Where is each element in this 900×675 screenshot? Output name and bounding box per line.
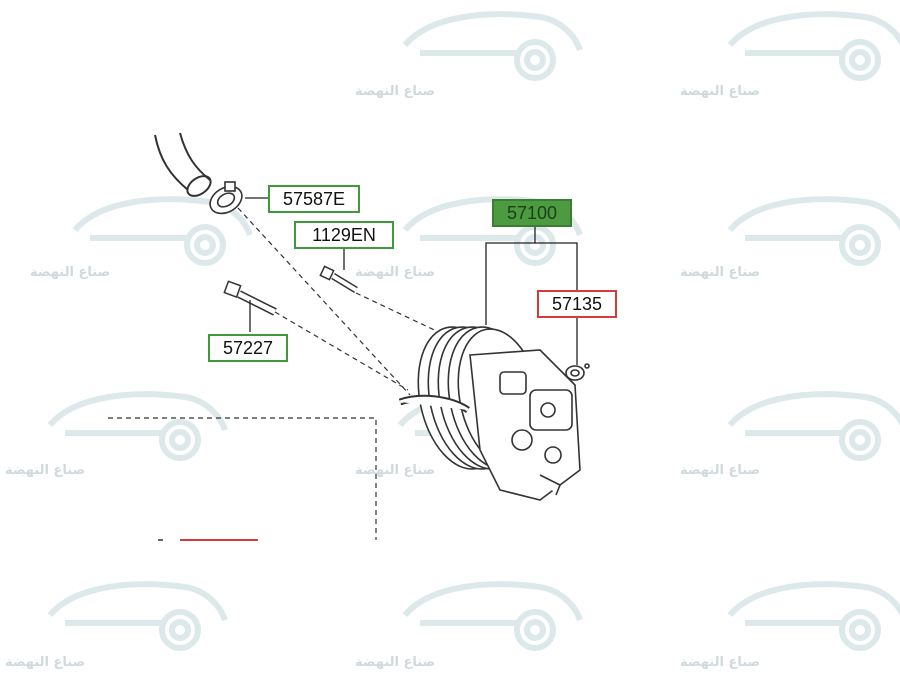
part-label-57100[interactable]: 57100 [492, 199, 572, 227]
part-label-1129en[interactable]: 1129EN [294, 221, 394, 249]
hose-clamp [209, 181, 243, 215]
callout-lines [245, 197, 578, 365]
watermark-text: صناع النهضة [355, 265, 436, 280]
leader-lines [108, 207, 446, 540]
watermark-text: صناع النهضة [680, 84, 761, 99]
watermark-text: صناع النهضة [355, 84, 436, 99]
part-label-57135[interactable]: 57135 [537, 290, 617, 318]
watermark-text: صناع النهضة [30, 265, 111, 280]
fitting-57135 [565, 363, 590, 381]
watermark-text: صناع النهضة [355, 463, 436, 478]
watermark-text: صناع النهضة [680, 463, 761, 478]
car-gear-logo [727, 391, 900, 461]
car-gear-logo [72, 196, 253, 266]
power-steering-pump [398, 326, 581, 501]
part-label-57227[interactable]: 57227 [208, 334, 288, 362]
car-gear-logo [402, 11, 583, 81]
car-gear-logo [727, 11, 900, 81]
bolt-57227 [223, 280, 277, 316]
car-gear-logo [47, 581, 228, 651]
watermark-text: صناع النهضة [5, 463, 86, 478]
car-gear-logo [727, 196, 900, 266]
hose [154, 132, 212, 197]
watermark-text: صناع النهضة [680, 265, 761, 280]
car-gear-logo [47, 391, 228, 461]
watermark-text: صناع النهضة [5, 655, 86, 670]
car-gear-logo [727, 581, 900, 651]
watermark-text: صناع النهضة [355, 655, 436, 670]
part-label-57587e[interactable]: 57587E [268, 185, 360, 213]
bolt-1129en [319, 265, 358, 293]
car-gear-logo [402, 581, 583, 651]
watermark-text: صناع النهضة [680, 655, 761, 670]
